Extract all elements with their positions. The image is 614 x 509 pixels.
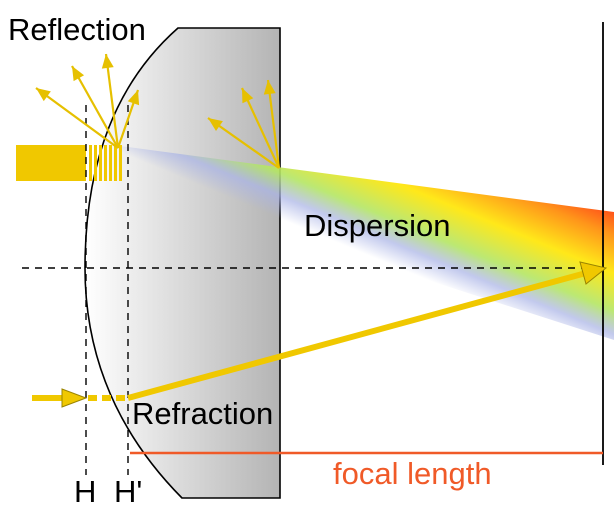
beam-stripe (119, 145, 122, 181)
beam-stripe (109, 145, 112, 181)
reflection-arrowhead (208, 118, 223, 131)
focal-length-label: focal length (333, 456, 492, 491)
refraction-label: Refraction (132, 396, 273, 431)
reflection-arrow (207, 117, 280, 169)
incoming-beam-stripes (89, 145, 122, 181)
reflection-arrow (241, 87, 280, 169)
reflection-arrowhead (36, 88, 51, 102)
beam-stripe (94, 145, 97, 181)
reflection-arrow (266, 79, 281, 169)
reflection-arrowhead (242, 88, 254, 104)
reflection-arrow (71, 65, 119, 149)
reflection-arrow (35, 87, 119, 149)
incoming-beam (16, 145, 86, 181)
beam-stripe (104, 145, 107, 181)
dispersion-label: Dispersion (304, 208, 450, 243)
lens (84, 27, 281, 499)
reflection-arrowhead (72, 66, 85, 82)
reflection-arrowhead (263, 80, 276, 95)
dispersion-fan (120, 146, 614, 340)
refraction-outgoing-arrowhead (579, 261, 608, 285)
refraction-incoming-arrowhead (61, 388, 88, 408)
reflection-label: Reflection (8, 12, 146, 47)
reflection-arrowhead (101, 54, 114, 69)
reflection-arrow (104, 53, 120, 149)
reflection-arrowhead (127, 90, 140, 106)
beam-stripe (89, 145, 92, 181)
beam-stripe (114, 145, 117, 181)
refraction-outgoing-ray (127, 270, 587, 401)
reflection-arrows-left (35, 53, 140, 149)
h-prime-label: H' (114, 474, 142, 509)
reflection-arrows-right (207, 79, 281, 169)
beam-stripe (99, 145, 102, 181)
h-label: H (74, 474, 96, 509)
